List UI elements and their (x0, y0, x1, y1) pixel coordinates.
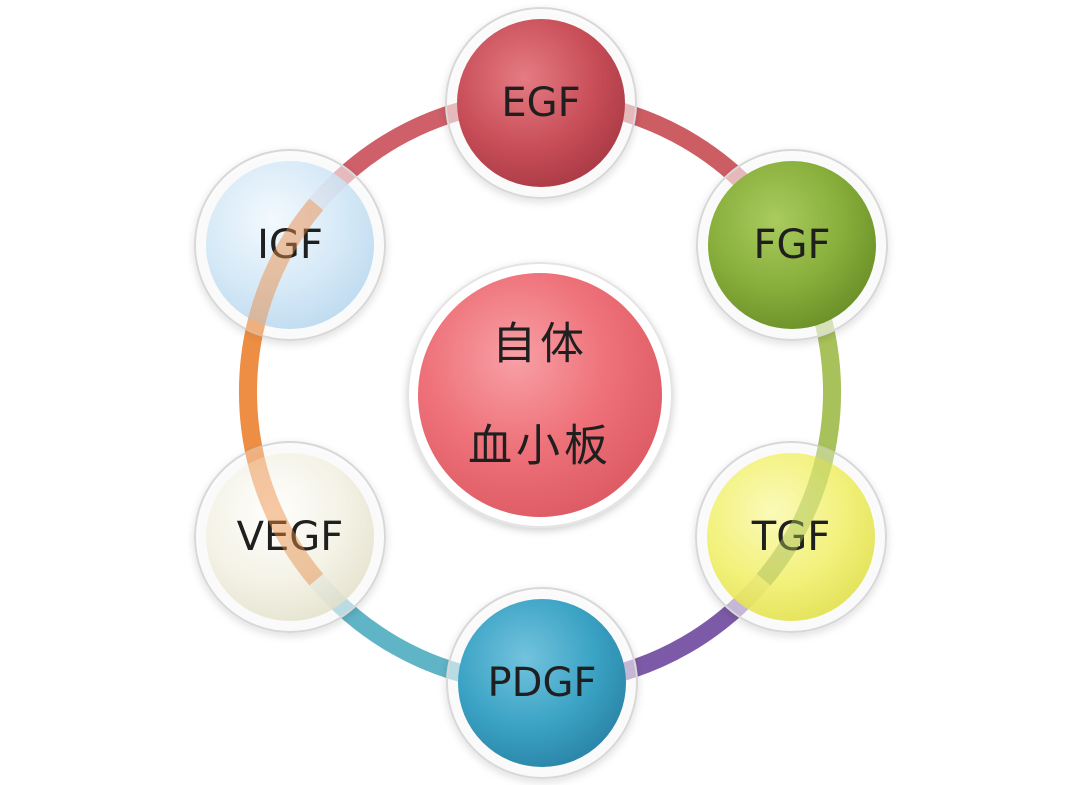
node-igf: IGF (194, 149, 386, 341)
node-label-tgf: TGF (751, 514, 830, 560)
ring-overlay-vegf-igf (239, 198, 324, 586)
center-label-line1: 自体 (492, 319, 588, 370)
ring-overlay (239, 198, 841, 586)
node-label-vegf: VEGF (237, 514, 344, 560)
node-fgf: FGF (696, 149, 888, 341)
node-tgf: TGF (695, 441, 887, 633)
center-label-line2: 血小板 (468, 421, 612, 472)
node-label-egf: EGF (501, 80, 580, 126)
ring-overlay-tgf-fgf (756, 339, 841, 586)
node-label-fgf: FGF (753, 222, 830, 268)
center-node: 自体 血小板 (407, 262, 673, 528)
node-egf: EGF (445, 7, 637, 199)
node-vegf: VEGF (194, 441, 386, 633)
node-label-igf: IGF (257, 222, 323, 268)
node-pdgf: PDGF (446, 587, 638, 779)
node-label-pdgf: PDGF (488, 660, 597, 706)
